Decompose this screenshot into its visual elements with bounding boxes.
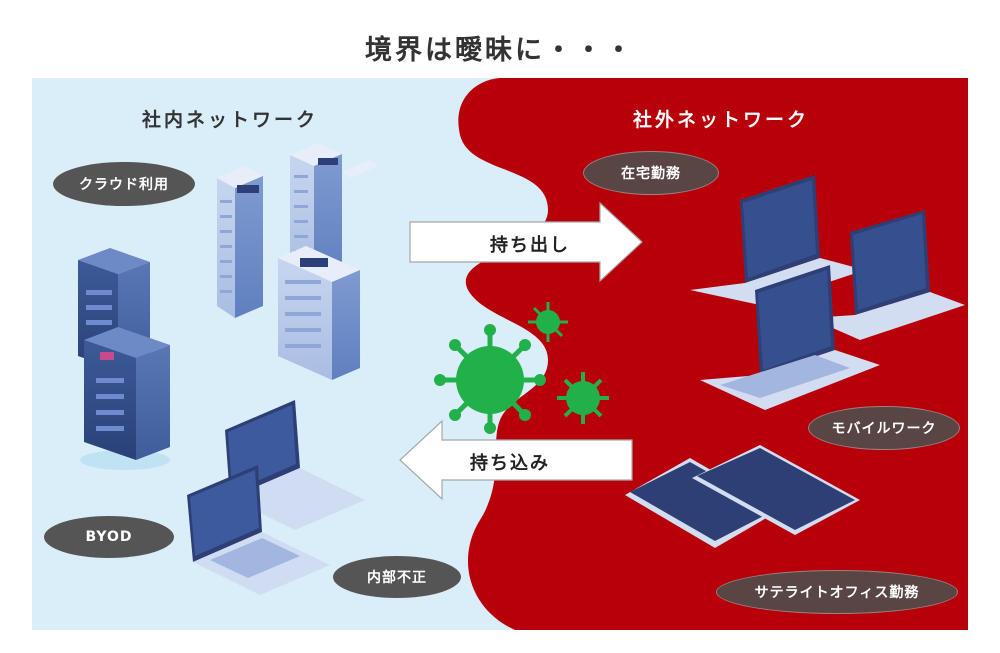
virus-icon [434,324,546,434]
tag-mobile-work: モバイルワーク [808,406,960,450]
server-cluster-icon [217,143,378,380]
tag-satellite-office: サテライトオフィス勤務 [716,570,958,614]
internal-network-label: 社内ネットワーク [142,109,319,131]
take-out-label: 持ち出し [490,235,570,256]
rack-server-icon [78,248,170,470]
virus-small-icon [528,302,568,342]
remote-laptops-icon [690,175,965,410]
tag-work-from-home: 在宅勤務 [583,151,719,195]
virus-medium-icon [557,372,609,424]
byod-laptops-icon [187,400,365,595]
arrow-take-out-icon [409,201,643,283]
tag-byod: BYOD [44,516,174,558]
tablets-icon [625,445,860,548]
tag-cloud-usage: クラウド利用 [53,162,195,206]
external-network-label: 社外ネットワーク [633,109,810,131]
tag-insider-fraud: 内部不正 [333,556,461,598]
arrow-bring-in-icon [399,419,633,501]
bring-in-label: 持ち込み [470,453,550,474]
diagram-title: 境界は曖昧に・・・ [365,35,635,66]
